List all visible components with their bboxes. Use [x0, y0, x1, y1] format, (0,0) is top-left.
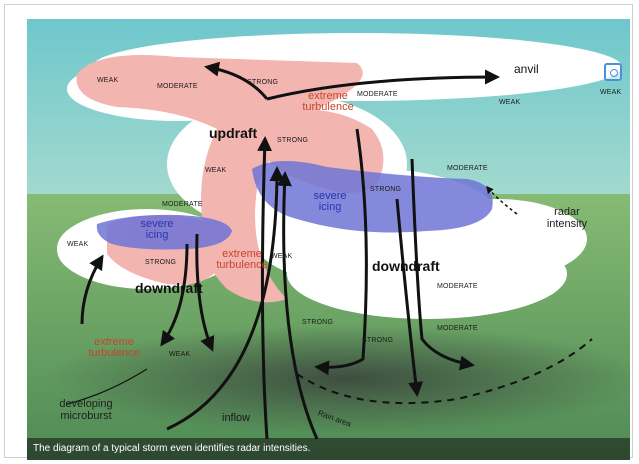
label-downdraft-right: downdraft: [372, 258, 440, 274]
storm-diagram-art: [27, 19, 630, 460]
intensity-strong-updraft: STRONG: [277, 137, 309, 144]
arrow-downdraft-1: [314, 128, 368, 376]
label-anvil: anvil: [514, 62, 539, 76]
intensity-moderate-right: MODERATE: [437, 283, 478, 290]
intensity-moderate-low: MODERATE: [437, 325, 478, 332]
arrow-left-down-1: [160, 243, 189, 347]
image-caption: The diagram of a typical storm even iden…: [27, 438, 630, 460]
intensity-strong-icing: STRONG: [370, 186, 402, 193]
intensity-strong-top: STRONG: [247, 79, 279, 86]
visual-search-icon[interactable]: [604, 63, 622, 81]
label-extreme-turbulence-low: extreme turbulence: [88, 336, 140, 359]
arrow-anvil: [266, 69, 500, 101]
arrow-updraft-left: [204, 61, 269, 100]
storm-diagram: WEAK MODERATE STRONG MODERATE WEAK WEAK …: [27, 19, 630, 460]
intensity-moderate-radar: MODERATE: [447, 165, 488, 172]
rain-area-boundary: [296, 338, 593, 405]
label-inflow: inflow: [222, 412, 251, 424]
intensity-weak-center: WEAK: [271, 253, 293, 260]
intensity-strong-right: STRONG: [362, 337, 394, 344]
intensity-weak-anvil: WEAK: [499, 99, 521, 106]
rain-shaft: [47, 324, 630, 434]
intensity-strong-left: STRONG: [145, 259, 177, 266]
intensity-weak-bottom: WEAK: [169, 351, 191, 358]
label-downdraft-left: downdraft: [135, 280, 203, 296]
microburst-pointer: [66, 368, 148, 405]
intensity-moderate-top: MODERATE: [157, 83, 198, 90]
arrow-left-up: [80, 254, 104, 325]
intensity-weak-top-left: WEAK: [97, 77, 119, 84]
intensity-moderate-left: MODERATE: [162, 201, 203, 208]
arrow-inflow-right: [276, 171, 319, 440]
label-radar-intensity: radar intensity: [546, 206, 588, 230]
intensity-weak-left: WEAK: [67, 241, 89, 248]
intensity-weak-mid: WEAK: [205, 167, 227, 174]
intensity-moderate-anvil: MODERATE: [357, 91, 398, 98]
label-severe-icing-left: severe icing: [140, 218, 174, 241]
arrow-left-down-2: [195, 233, 215, 352]
arrow-radar-pointer: [486, 185, 518, 215]
image-frame: WEAK MODERATE STRONG MODERATE WEAK WEAK …: [4, 4, 633, 460]
label-severe-icing-right: severe icing: [313, 190, 347, 213]
airflow-arrows: [80, 61, 518, 440]
arrow-downdraft-2: [395, 198, 424, 397]
label-updraft: updraft: [209, 125, 258, 141]
intensity-weak-far-right: WEAK: [600, 89, 622, 96]
intensity-strong-low: STRONG: [302, 319, 334, 326]
label-extreme-turbulence-top: extreme turbulence: [302, 90, 354, 113]
label-extreme-turbulence-mid: extreme turbulence: [216, 248, 268, 271]
label-developing-microburst: developing microburst: [59, 398, 113, 422]
arrow-inflow-left: [166, 166, 285, 431]
arrow-downdraft-3: [410, 158, 475, 371]
